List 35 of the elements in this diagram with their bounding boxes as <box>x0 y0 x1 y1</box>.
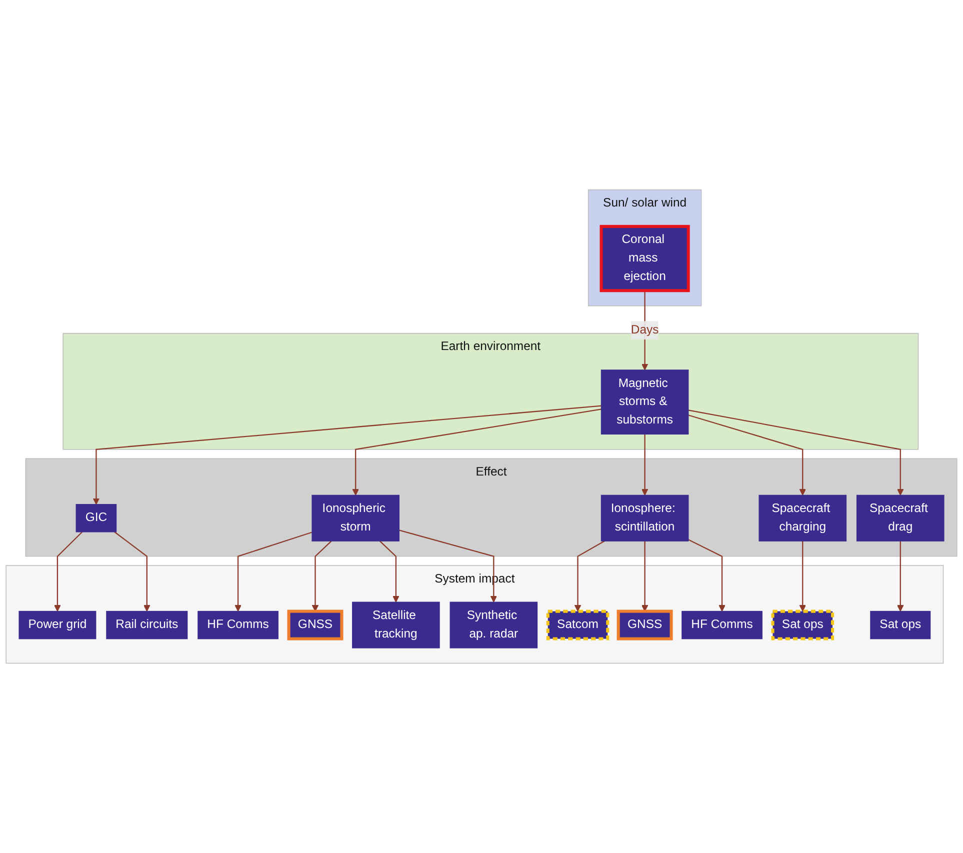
node-box: GNSS <box>287 610 344 640</box>
arrow <box>799 541 806 612</box>
arrow <box>234 532 312 612</box>
arrow <box>688 410 904 496</box>
arrow <box>379 540 400 602</box>
node-box: Satcom <box>546 610 610 640</box>
node-box: Ionospheric storm <box>312 494 400 542</box>
node-box: GIC <box>76 504 117 532</box>
node-box: HF Comms <box>198 610 278 640</box>
arrow <box>641 434 648 496</box>
node-box: Spacecraft drag <box>856 494 944 542</box>
edge-label: Days <box>630 323 659 336</box>
node-box: Coronal mass ejection <box>600 224 690 292</box>
arrow <box>897 541 904 612</box>
arrow <box>312 540 332 612</box>
node-box: Synthetic ap. radar <box>450 602 538 648</box>
node-box: Sat ops <box>870 610 931 640</box>
arrow <box>398 530 498 602</box>
node-box: Satellite tracking <box>352 602 440 648</box>
arrow <box>352 408 602 496</box>
arrow <box>688 414 806 496</box>
arrow <box>641 541 648 612</box>
node-box: Sat ops <box>771 610 834 640</box>
node-box: Magnetic storms & substorms <box>600 370 689 435</box>
arrow <box>92 405 602 505</box>
node-box: HF Comms <box>682 610 762 640</box>
node-box: GNSS <box>616 610 673 640</box>
node-box: Power grid <box>18 610 96 640</box>
node-box: Spacecraft charging <box>758 494 847 542</box>
arrow <box>574 540 605 612</box>
arrow <box>114 531 150 612</box>
arrow <box>54 531 83 612</box>
node-box: Rail circuits <box>106 610 188 640</box>
arrow <box>688 539 726 612</box>
node-box: Ionosphere: scintillation <box>600 494 689 542</box>
